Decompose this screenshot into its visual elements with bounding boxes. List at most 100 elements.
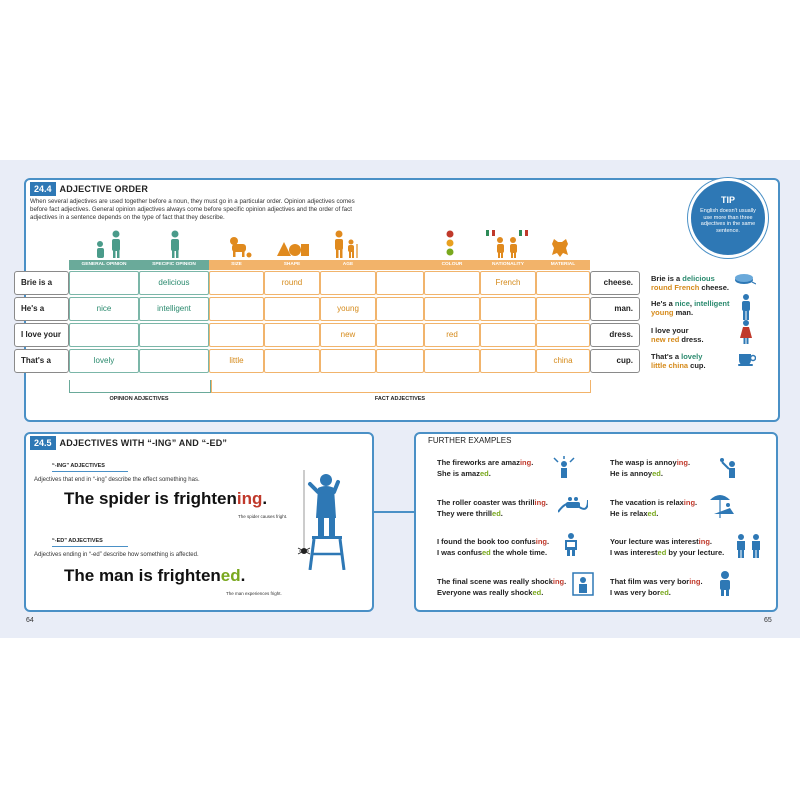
cell-material <box>536 323 590 347</box>
specific-opinion-icon <box>160 230 190 258</box>
cheese-icon <box>735 274 756 285</box>
cell-shape <box>264 297 320 321</box>
section-24-5-header: 24.5 ADJECTIVES WITH “-ING” AND “-ED” <box>30 436 227 450</box>
example-interesting: Your lecture was interesting. I was inte… <box>610 537 725 557</box>
cell-material <box>536 297 590 321</box>
cell-specific-opinion <box>139 349 209 373</box>
section-24-4-header: 24.4 ADJECTIVE ORDER <box>30 182 148 196</box>
ing-note: The spider causes fright. <box>238 514 288 519</box>
page-number-left: 64 <box>26 617 34 624</box>
row-start: That's a <box>14 349 69 373</box>
age-icon <box>330 230 360 258</box>
section-intro: When several adjectives are used togethe… <box>30 198 355 221</box>
ed-note: The man experiences fright. <box>226 591 282 596</box>
cup-icon <box>738 354 756 366</box>
ed-adjectives-heading: “-ED” ADJECTIVES <box>52 538 128 547</box>
general-opinion-icon <box>90 230 130 258</box>
example-boring: That film was very boring. I was very bo… <box>610 577 703 597</box>
lecture-icon <box>737 534 760 558</box>
header-size: SIZE <box>209 260 264 270</box>
colour-traffic-light-icon <box>440 230 460 258</box>
cell-blank <box>376 323 424 347</box>
header-colour: COLOUR <box>424 260 480 270</box>
cell-size <box>209 271 264 295</box>
cell-nationality <box>480 349 536 373</box>
ing-example-sentence: The spider is frightening. <box>64 489 268 508</box>
cell-colour: red <box>424 323 480 347</box>
example-annoying: The wasp is annoying. He is annoyed. <box>610 458 691 478</box>
cell-general-opinion <box>69 323 139 347</box>
cell-nationality: French <box>480 271 536 295</box>
cell-size <box>209 297 264 321</box>
tip-title: TIP <box>720 195 735 205</box>
section-title: ADJECTIVE ORDER <box>59 184 149 194</box>
row-end: man. <box>590 297 640 321</box>
cell-general-opinion: lovely <box>69 349 139 373</box>
opinion-adjectives-label: OPINION ADJECTIVES <box>109 396 169 402</box>
cell-general-opinion <box>69 271 139 295</box>
section-title: ADJECTIVES WITH “-ING” AND “-ED” <box>59 438 228 448</box>
header-specific-opinion: SPECIFIC OPINION <box>139 260 209 270</box>
panel-connector <box>374 511 414 513</box>
example-thrilling: The roller coaster was thrilling. They w… <box>437 498 548 518</box>
header-nationality: NATIONALITY <box>480 260 536 270</box>
row-start: Brie is a <box>14 271 69 295</box>
beach-relax-icon <box>710 495 734 518</box>
row-end: dress. <box>590 323 640 347</box>
ing-description: Adjectives that end in “-ing” describe t… <box>34 477 200 483</box>
cell-age <box>320 349 376 373</box>
cell-specific-opinion <box>139 323 209 347</box>
frightened-man-on-chair-icon <box>297 470 346 570</box>
bored-icon <box>720 571 730 596</box>
section-number: 24.4 <box>30 182 56 196</box>
row-end: cup. <box>590 349 640 373</box>
header-general-opinion: GENERAL OPINION <box>69 260 139 270</box>
header-material: MATERIAL <box>536 260 590 270</box>
confused-reader-icon <box>565 533 577 556</box>
cell-blank <box>376 271 424 295</box>
row-end: cheese. <box>590 271 640 295</box>
roller-coaster-icon <box>558 497 588 513</box>
header-shape: SHAPE <box>264 260 320 270</box>
fireworks-icon <box>553 456 575 478</box>
row-start: He's a <box>14 297 69 321</box>
page-number-right: 65 <box>764 617 772 624</box>
cell-shape <box>264 323 320 347</box>
size-dog-icon <box>224 234 254 258</box>
shocking-scene-icon <box>572 572 594 596</box>
example-confusing: I found the book too confusing. I was co… <box>437 537 550 557</box>
cell-nationality <box>480 323 536 347</box>
section-number: 24.5 <box>30 436 56 450</box>
cell-specific-opinion: intelligent <box>139 297 209 321</box>
row-start: I love your <box>14 323 69 347</box>
cell-blank <box>376 297 424 321</box>
cell-colour <box>424 297 480 321</box>
cell-specific-opinion: delicious <box>139 271 209 295</box>
fact-adjectives-label: FACT ADJECTIVES <box>374 396 426 402</box>
example-amazing: The fireworks are amazing. She is amazed… <box>437 458 534 478</box>
header-age: AGE <box>320 260 376 270</box>
example-relaxing: The vacation is relaxing. He is relaxed. <box>610 498 698 518</box>
cell-colour <box>424 271 480 295</box>
example-shocking: The final scene was really shocking. Eve… <box>437 577 567 597</box>
man-icon <box>742 294 750 320</box>
cell-age: new <box>320 323 376 347</box>
cell-shape: round <box>264 271 320 295</box>
cell-age <box>320 271 376 295</box>
cell-blank <box>376 349 424 373</box>
fact-brace <box>211 380 591 393</box>
ing-adjectives-heading: “-ING” ADJECTIVES <box>52 463 128 472</box>
cell-nationality <box>480 297 536 321</box>
tip-badge: TIP English doesn't usually use more tha… <box>688 178 768 258</box>
cell-material: china <box>536 349 590 373</box>
dress-icon <box>740 320 752 344</box>
cell-size <box>209 323 264 347</box>
cell-general-opinion: nice <box>69 297 139 321</box>
shape-icon <box>276 238 310 258</box>
ed-description: Adjectives ending in “-ed” describe how … <box>34 552 199 558</box>
cell-shape <box>264 349 320 373</box>
